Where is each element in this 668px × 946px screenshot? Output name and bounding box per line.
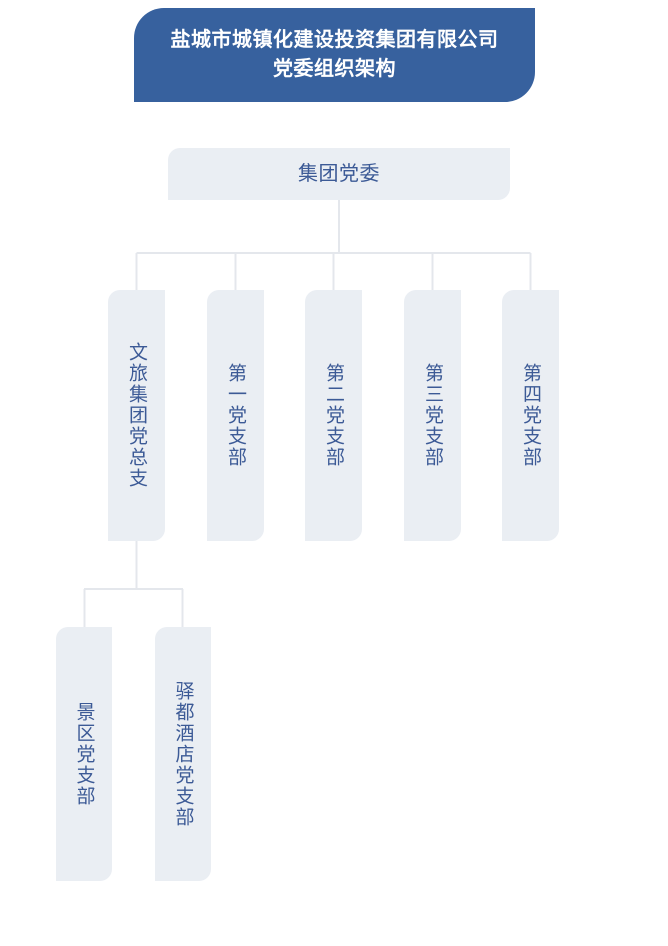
org-node-root-label: 集团党委 (298, 162, 380, 185)
org-node-label: 文旅集团党总支 (126, 342, 147, 489)
org-node-label: 第一党支部 (225, 363, 246, 468)
chart-title-line-2: 党委组织架构 (273, 58, 396, 80)
org-node-label: 第三党支部 (422, 363, 443, 468)
org-node-label: 景区党支部 (73, 701, 95, 807)
chart-title-banner: 盐城市城镇化建设投资集团有限公司 党委组织架构 (134, 8, 535, 102)
chart-title-text: 盐城市城镇化建设投资集团有限公司 党委组织架构 (171, 26, 499, 84)
chart-title-line-1: 盐城市城镇化建设投资集团有限公司 (170, 29, 499, 51)
org-node-scenic-area-party-branch[interactable]: 景区党支部 (56, 627, 112, 881)
org-node-fourth-party-branch[interactable]: 第四党支部 (502, 290, 559, 541)
org-node-root[interactable]: 集团党委 (168, 148, 510, 200)
org-node-wenlv-group-party-branch[interactable]: 文旅集团党总支 (108, 290, 165, 541)
org-node-label: 驿都酒店党支部 (172, 680, 194, 828)
org-node-label: 第四党支部 (520, 363, 541, 468)
org-node-third-party-branch[interactable]: 第三党支部 (404, 290, 461, 541)
org-node-yidu-hotel-party-branch[interactable]: 驿都酒店党支部 (155, 627, 211, 881)
org-node-second-party-branch[interactable]: 第二党支部 (305, 290, 362, 541)
org-node-label: 第二党支部 (323, 363, 344, 468)
org-node-first-party-branch[interactable]: 第一党支部 (207, 290, 264, 541)
